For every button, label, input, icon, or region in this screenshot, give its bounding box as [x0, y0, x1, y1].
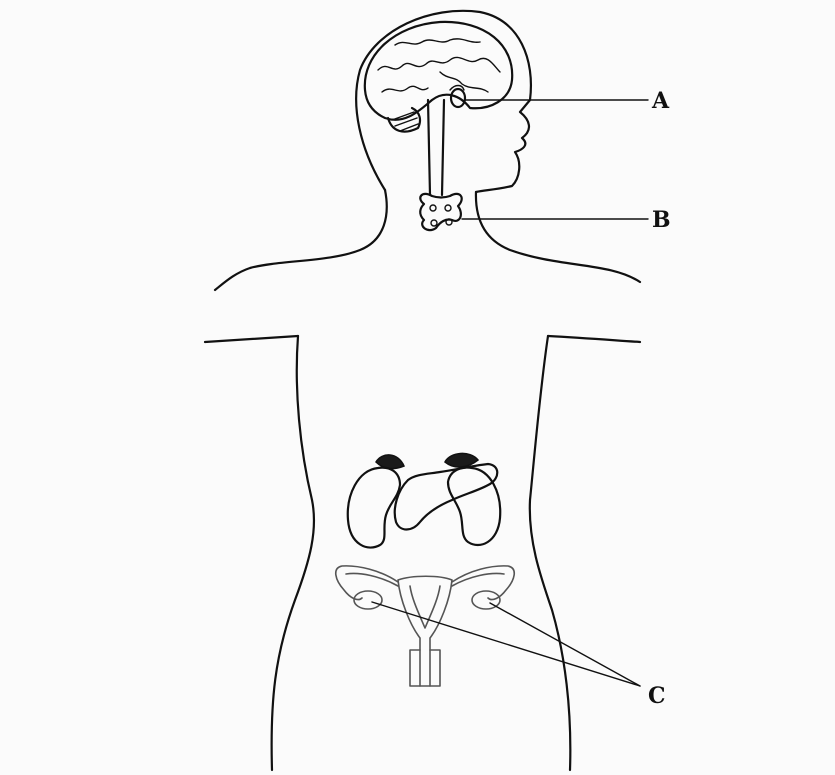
parathyroid-1	[430, 205, 436, 211]
right-fallopian-tube	[452, 566, 514, 600]
neck-shoulders-right	[476, 192, 640, 282]
pancreas	[395, 464, 498, 530]
parathyroid-3	[431, 220, 437, 226]
left-torso-side	[272, 336, 314, 770]
right-kidney	[448, 468, 500, 545]
left-adrenal-gland	[376, 455, 404, 469]
left-fallopian-tube	[336, 566, 398, 600]
spinal-cord	[428, 100, 444, 195]
right-adrenal-gland	[445, 453, 478, 467]
left-kidney	[348, 468, 400, 548]
right-torso-side	[530, 336, 571, 770]
left-arm-edge	[205, 336, 298, 342]
thyroid-gland	[420, 194, 461, 230]
parathyroid-2	[445, 205, 451, 211]
label-c: C	[648, 683, 666, 709]
uterus-inner	[410, 586, 440, 686]
brain-folds	[378, 39, 500, 92]
label-a: A	[651, 88, 670, 114]
label-b: B	[652, 207, 671, 233]
right-arm-edge	[548, 336, 640, 342]
leader-line-c-left	[372, 602, 640, 686]
uterus-outline	[398, 576, 452, 686]
neck-shoulders-left	[215, 190, 387, 290]
